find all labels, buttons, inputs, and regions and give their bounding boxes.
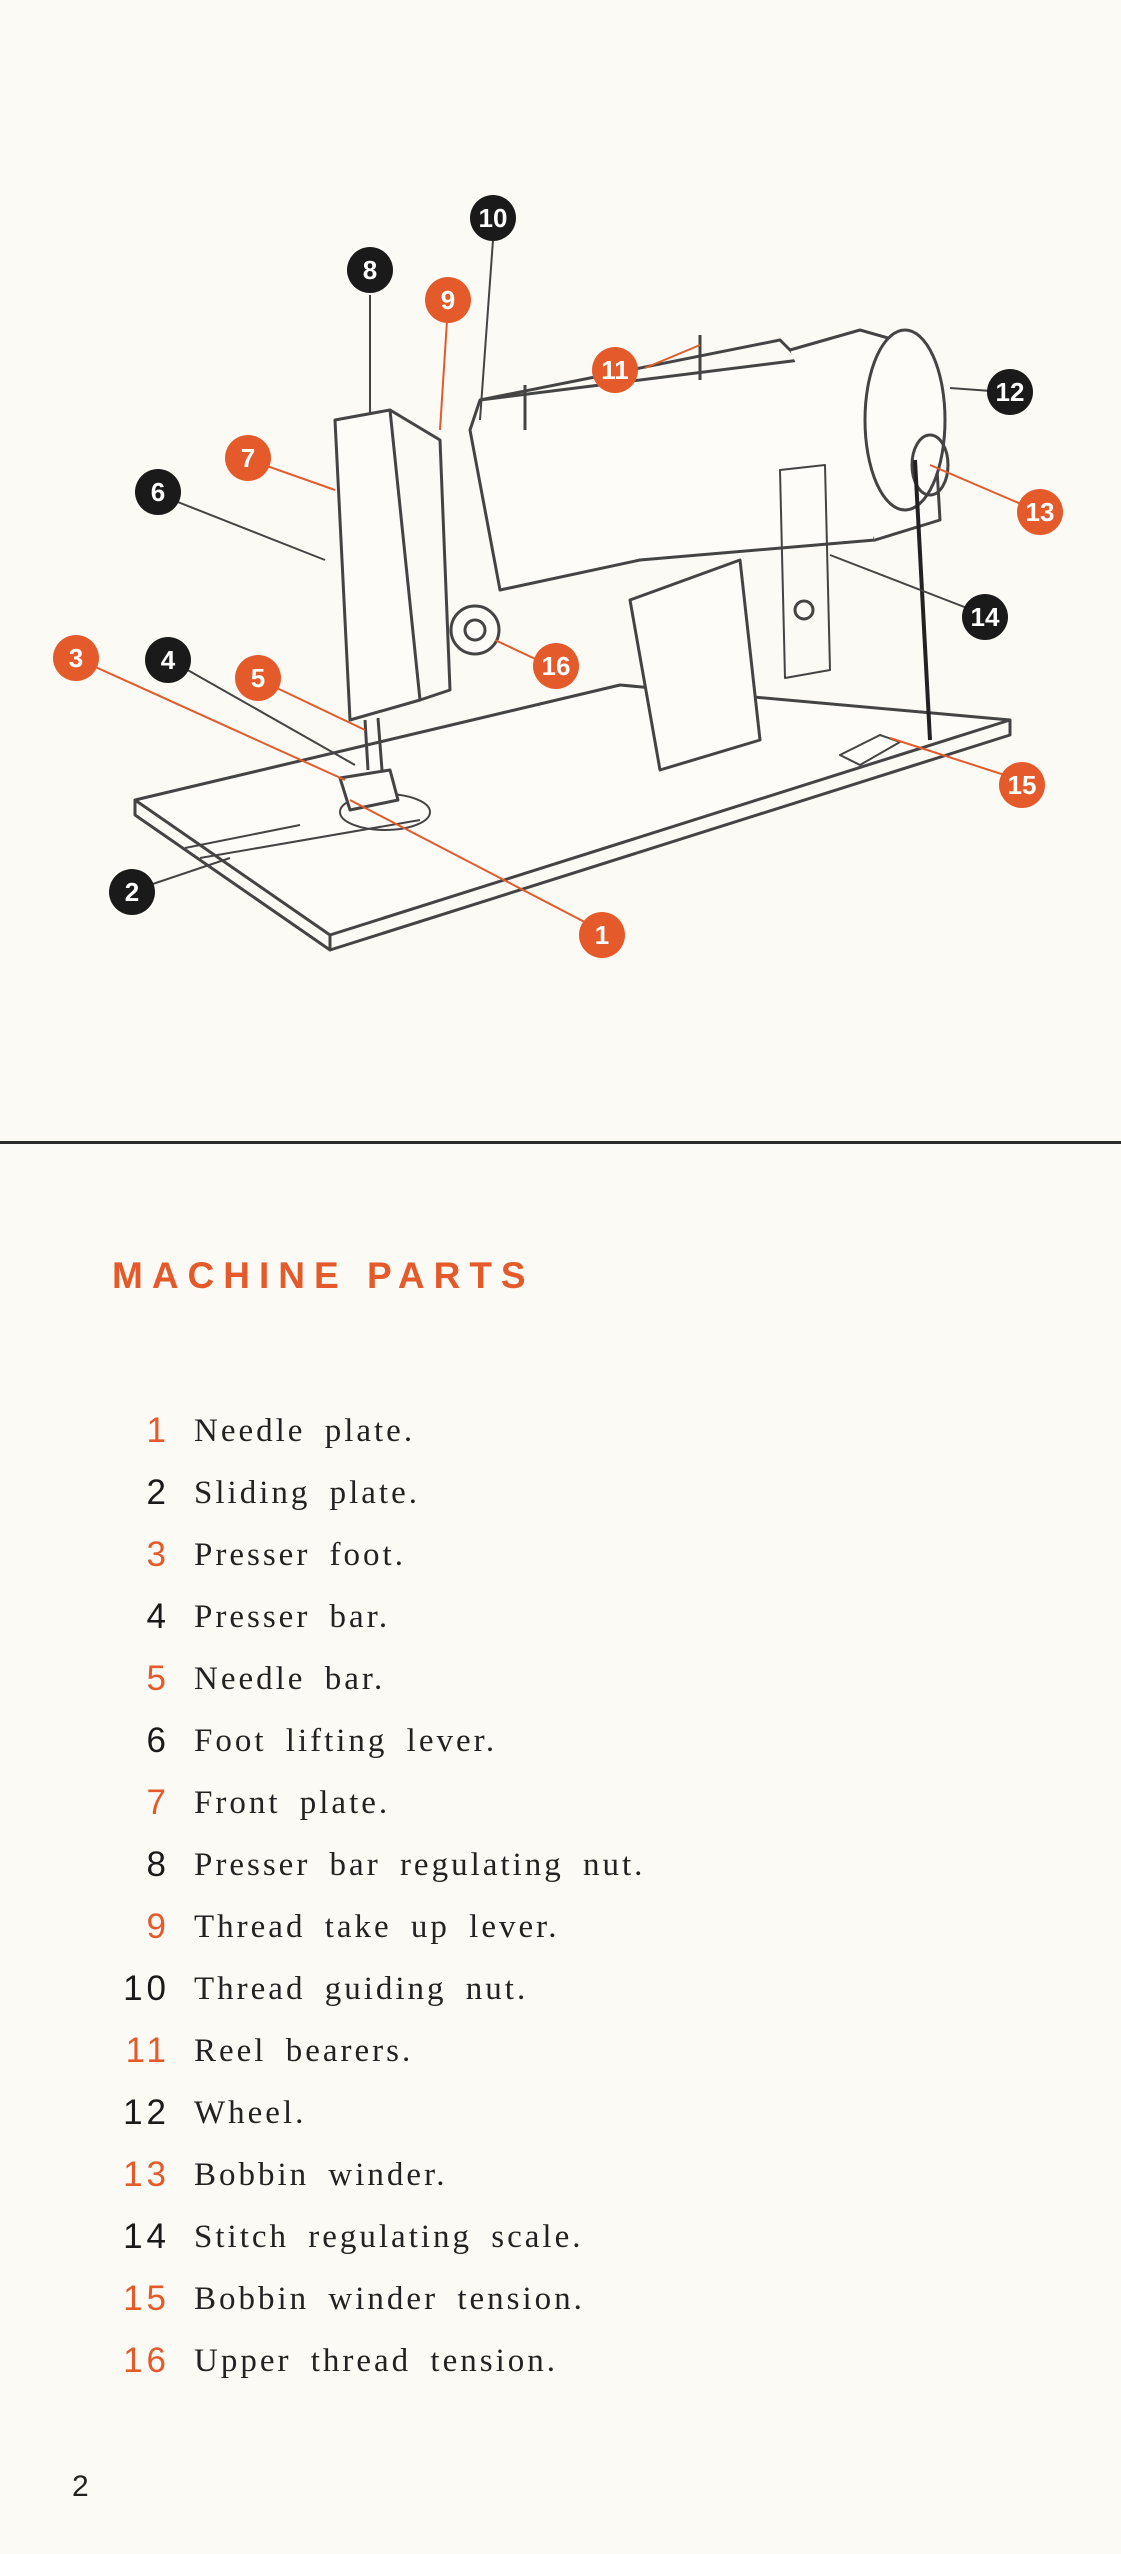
part-number: 14 — [123, 2217, 170, 2256]
callout-label: 5 — [251, 663, 265, 693]
part-number: 8 — [146, 1845, 170, 1884]
part-number: 16 — [123, 2341, 170, 2380]
part-name: Foot lifting lever. — [194, 1722, 498, 1759]
part-name: Presser bar. — [194, 1598, 391, 1635]
callout-6: 6 — [135, 469, 181, 515]
list-item: 3 Presser foot. — [100, 1524, 645, 1586]
callout-label: 8 — [363, 255, 377, 285]
part-number: 6 — [146, 1721, 170, 1760]
part-name: Sliding plate. — [194, 1474, 420, 1511]
part-number: 11 — [125, 2031, 170, 2070]
callout-label: 9 — [441, 285, 455, 315]
callout-7: 7 — [225, 435, 271, 481]
list-item: 6 Foot lifting lever. — [100, 1710, 645, 1772]
list-item: 11 Reel bearers. — [100, 2020, 645, 2082]
page-number: 2 — [72, 2470, 89, 2503]
part-number: 9 — [146, 1907, 170, 1946]
callout-label: 16 — [542, 651, 571, 681]
part-number: 13 — [123, 2155, 170, 2194]
callout-12: 12 — [987, 369, 1033, 415]
section-divider — [0, 1141, 1121, 1144]
part-name: Stitch regulating scale. — [194, 2218, 584, 2255]
callout-label: 2 — [125, 877, 139, 907]
callout-label: 6 — [151, 477, 165, 507]
part-name: Upper thread tension. — [194, 2342, 558, 2379]
callout-label: 4 — [161, 645, 176, 675]
callout-11: 11 — [592, 347, 638, 393]
list-item: 4 Presser bar. — [100, 1586, 645, 1648]
part-number: 10 — [123, 1969, 170, 2008]
callout-16: 16 — [533, 643, 579, 689]
list-item: 13 Bobbin winder. — [100, 2144, 645, 2206]
part-number: 15 — [123, 2279, 170, 2318]
list-item: 15 Bobbin winder tension. — [100, 2268, 645, 2330]
callout-2: 2 — [109, 869, 155, 915]
list-item: 10 Thread guiding nut. — [100, 1958, 645, 2020]
callout-4: 4 — [145, 637, 191, 683]
callout-label: 12 — [996, 377, 1025, 407]
list-item: 1 Needle plate. — [100, 1400, 645, 1462]
callout-1: 1 — [579, 912, 625, 958]
section-heading: MACHINE PARTS — [112, 1255, 535, 1296]
callout-label: 15 — [1008, 770, 1037, 800]
part-number: 1 — [146, 1411, 170, 1450]
callout-label: 1 — [595, 920, 609, 950]
part-name: Thread take up lever. — [194, 1908, 560, 1945]
part-number: 3 — [146, 1535, 170, 1574]
list-item: 9 Thread take up lever. — [100, 1896, 645, 1958]
list-item: 8 Presser bar regulating nut. — [100, 1834, 645, 1896]
callout-label: 14 — [971, 602, 1000, 632]
callout-label: 10 — [479, 203, 508, 233]
list-item: 14 Stitch regulating scale. — [100, 2206, 645, 2268]
part-name: Bobbin winder. — [194, 2156, 448, 2193]
callout-15: 15 — [999, 762, 1045, 808]
list-item: 12 Wheel. — [100, 2082, 645, 2144]
machine-drawing — [133, 328, 1012, 952]
callout-5: 5 — [235, 655, 281, 701]
list-item: 7 Front plate. — [100, 1772, 645, 1834]
part-name: Reel bearers. — [194, 2032, 414, 2069]
callout-label: 11 — [601, 355, 629, 385]
callout-8: 8 — [347, 247, 393, 293]
callout-10: 10 — [470, 195, 516, 241]
part-name: Needle bar. — [194, 1660, 386, 1697]
part-name: Presser bar regulating nut. — [194, 1846, 646, 1883]
part-number: 4 — [146, 1597, 170, 1636]
list-item: 5 Needle bar. — [100, 1648, 645, 1710]
list-item: 2 Sliding plate. — [100, 1462, 645, 1524]
part-name: Wheel. — [194, 2094, 307, 2131]
part-name: Bobbin winder tension. — [194, 2280, 585, 2317]
part-number: 2 — [146, 1473, 170, 1512]
callout-9: 9 — [425, 277, 471, 323]
callout-label: 13 — [1026, 497, 1055, 527]
part-number: 5 — [146, 1659, 170, 1698]
part-name: Presser foot. — [194, 1536, 406, 1573]
part-number: 7 — [146, 1783, 170, 1822]
part-name: Needle plate. — [194, 1412, 416, 1449]
part-number: 12 — [123, 2093, 170, 2132]
callout-label: 3 — [69, 643, 83, 673]
list-item: 16 Upper thread tension. — [100, 2330, 645, 2392]
part-name: Front plate. — [194, 1784, 391, 1821]
callout-label: 7 — [241, 443, 255, 473]
callout-3: 3 — [53, 635, 99, 681]
callout-13: 13 — [1017, 489, 1063, 535]
callout-14: 14 — [962, 594, 1008, 640]
part-name: Thread guiding nut. — [194, 1970, 529, 2007]
